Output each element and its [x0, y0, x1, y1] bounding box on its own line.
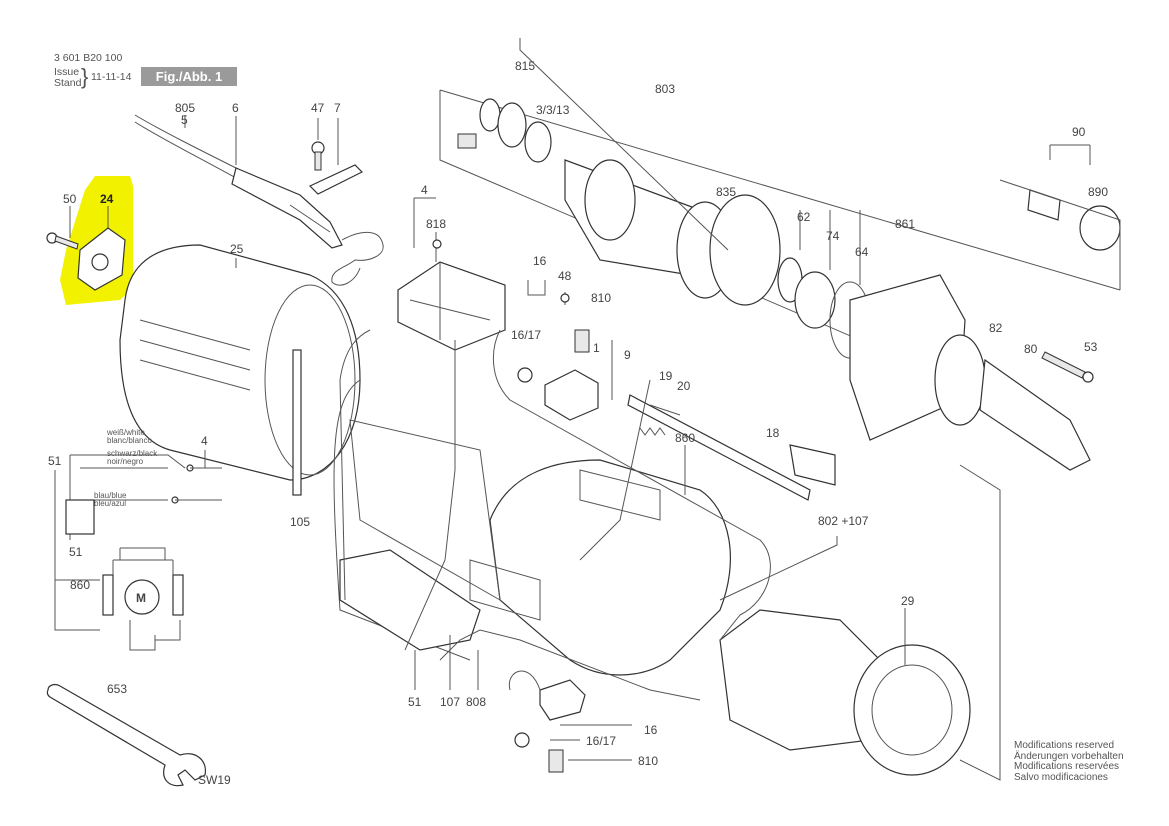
label-6: 6: [232, 101, 239, 115]
label-810: 810: [591, 291, 611, 305]
label-815: 815: [515, 59, 535, 73]
spring-19: [639, 427, 666, 436]
label-818: 818: [426, 217, 446, 231]
label-53: 53: [1084, 340, 1098, 354]
label-16-17: 16/17: [511, 328, 541, 342]
label-4: 4: [421, 183, 428, 197]
wrench-653: [46, 684, 207, 787]
wiring-diagram: [54, 450, 222, 651]
mod-es: Salvo modificaciones: [1014, 771, 1108, 783]
doc-number: 3 601 B20 100: [54, 52, 123, 64]
label-105: 105: [290, 515, 310, 529]
cable-clamp-7: [308, 118, 364, 195]
armature-803: [439, 38, 1121, 401]
label-47: 47: [311, 101, 325, 115]
modifications-notice: Modifications reserved Änderungen vorbeh…: [1014, 740, 1124, 783]
label-19: 19: [659, 369, 673, 383]
label-48: 48: [558, 269, 572, 283]
label-90: 90: [1072, 125, 1086, 139]
wire-route-2: [404, 340, 456, 651]
label-20: 20: [677, 379, 691, 393]
part-105: [292, 349, 302, 496]
label-16-lower: 16: [644, 723, 658, 737]
label-3-3-13: 3/3/13: [536, 103, 570, 117]
label-5: 5: [181, 113, 188, 127]
part-24-clamp: [77, 206, 126, 291]
label-860: 860: [675, 431, 695, 445]
brace-glyph: }: [81, 64, 89, 89]
label-18: 18: [766, 426, 780, 440]
label-51-wiring-b: 51: [69, 545, 83, 559]
label-51-wiring: 51: [48, 454, 62, 468]
label-51: 51: [408, 695, 422, 709]
power-cable: [134, 114, 384, 286]
mod-en: Modifications reserved: [1014, 740, 1115, 751]
label-107: 107: [440, 695, 460, 709]
wire-route-3: [492, 329, 771, 641]
brush-holder-16: [517, 280, 599, 421]
screw-50: [46, 206, 79, 250]
motor-housing-25: [119, 244, 361, 481]
label-64: 64: [855, 245, 869, 259]
wiring-color-labels: weiß/white blanc/blanco schwarz/black no…: [94, 428, 158, 508]
label-62: 62: [797, 210, 811, 224]
label-25: 25: [230, 242, 244, 256]
wire-blue-2: bleu/azul: [94, 499, 126, 508]
label-860-wiring: 860: [70, 578, 90, 592]
label-74: 74: [826, 229, 840, 243]
gear-housing-29: [719, 464, 1001, 781]
label-890: 890: [1088, 185, 1108, 199]
screw-53: [1041, 351, 1094, 383]
label-808: 808: [466, 695, 486, 709]
label-24: 24: [100, 192, 114, 206]
label-29: 29: [901, 594, 915, 608]
wire-route-4: [579, 379, 651, 561]
mod-de: Änderungen vorbehalten: [1014, 750, 1124, 762]
label-50: 50: [63, 192, 77, 206]
label-802-107: 802 +107: [818, 514, 869, 528]
label-sw19: SW19: [198, 773, 231, 787]
issue-date: 11-11-14: [91, 71, 132, 83]
label-1: 1: [593, 341, 600, 355]
bearing-group: [777, 210, 1091, 471]
label-861: 861: [895, 217, 915, 231]
lever-18: [789, 444, 836, 486]
figure-label: Fig./Abb. 1: [141, 67, 237, 86]
issue-label: Issue: [54, 66, 80, 78]
wire-route: [339, 329, 371, 601]
label-16: 16: [533, 254, 547, 268]
label-803: 803: [655, 82, 675, 96]
stand-label: Stand: [54, 77, 82, 89]
label-motor: M: [136, 591, 146, 605]
label-835: 835: [716, 185, 736, 199]
screw-47: [311, 118, 325, 171]
label-7: 7: [334, 101, 341, 115]
main-housing: [333, 379, 731, 676]
wire-black-2: noir/negro: [107, 457, 144, 466]
label-9: 9: [624, 348, 631, 362]
mod-fr: Modifications reservées: [1014, 761, 1120, 772]
label-805: 805: [175, 101, 195, 115]
part-labels: 805 5 6 47 7 50 24 25 4 818 815 3/3/13 8…: [48, 59, 1108, 787]
wire-black: schwarz/black: [107, 449, 158, 458]
label-4-wiring: 4: [201, 434, 208, 448]
wire-route-5: [439, 629, 701, 701]
label-653: 653: [107, 682, 127, 696]
lower-brush-group: [508, 670, 632, 773]
wire-white: weiß/white: [106, 428, 145, 437]
switch-4: [397, 197, 506, 351]
slider-20: [611, 340, 811, 501]
label-16-17-lower: 16/17: [586, 734, 616, 748]
electronics-51: [339, 549, 481, 690]
label-80: 80: [1024, 342, 1038, 356]
leader-801: [719, 536, 838, 601]
wire-blue: blau/blue: [94, 491, 127, 500]
label-810-lower: 810: [638, 754, 658, 768]
wire-white-2: blanc/blanco: [107, 436, 152, 445]
label-82: 82: [989, 321, 1003, 335]
collet-90: [999, 144, 1121, 290]
